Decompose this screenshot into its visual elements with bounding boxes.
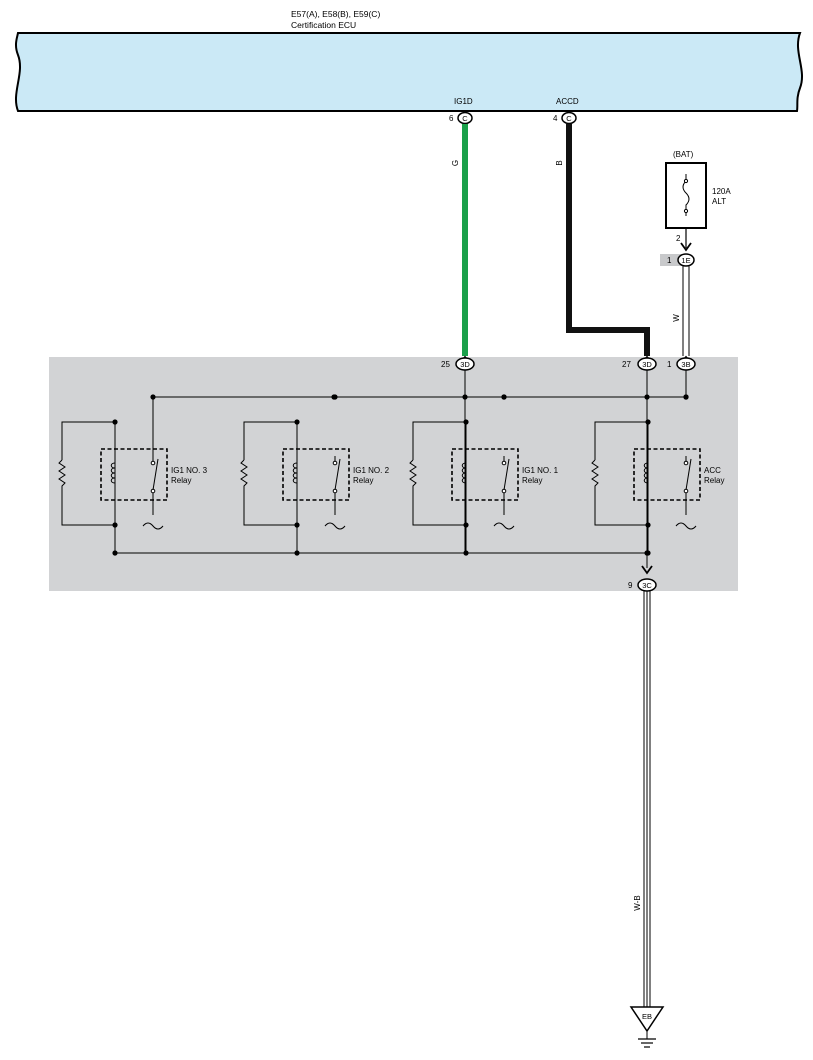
ecu-connector-accd: C (561, 111, 577, 125)
fuse-name: ALT (712, 197, 726, 206)
bus-junction-dot (683, 394, 689, 400)
block-pin-number-25: 25 (441, 360, 450, 369)
block-connector-3d-27: 3D (637, 357, 657, 371)
ecu-pin-number-4: 4 (553, 114, 558, 123)
svg-text:C: C (462, 114, 468, 123)
block-connector-3c: 3C (637, 578, 657, 592)
fuse-120a-alt (665, 162, 707, 229)
certification-ecu (14, 32, 803, 112)
output-terminal-arrow (641, 565, 653, 575)
relay-suffix-acc: Relay (704, 476, 724, 485)
relay-name-ig1-no-1: IG1 NO. 1 (522, 466, 559, 475)
bus-junction-dot (462, 394, 468, 400)
relay-suffix-ig1-no-2: Relay (353, 476, 373, 485)
wire-color-code-g: G (451, 160, 460, 166)
svg-text:EB: EB (642, 1012, 652, 1021)
relay-name-ig1-no-3: IG1 NO. 3 (171, 466, 208, 475)
ecu-name: Certification ECU (291, 20, 356, 30)
svg-text:1E: 1E (681, 256, 690, 265)
ground-eb: EB (629, 1006, 665, 1048)
ecu-pin-label-accd: ACCD (556, 97, 579, 106)
bus-junction-dot (331, 394, 337, 400)
fuse-source-label: (BAT) (673, 150, 694, 159)
bus-junction-dot (501, 394, 507, 400)
junction-1e-pin-number: 1 (667, 256, 672, 265)
svg-text:C: C (566, 114, 572, 123)
wire-accd-black (566, 124, 650, 356)
svg-text:3C: 3C (642, 581, 652, 590)
fuse-rating: 120A (712, 187, 731, 196)
relay-name-ig1-no-2: IG1 NO. 2 (353, 466, 390, 475)
block-pin-number-9: 9 (628, 581, 633, 590)
relay-suffix-ig1-no-1: Relay (522, 476, 542, 485)
internal-wiring (115, 370, 687, 568)
block-pin-number-27: 27 (622, 360, 631, 369)
ecu-pin-number-6: 6 (449, 114, 454, 123)
relay-name-acc: ACC (704, 466, 721, 475)
relay-suffix-ig1-no-3: Relay (171, 476, 191, 485)
wire-bat-white (682, 266, 690, 356)
junction-1e-connector: 1E (677, 253, 695, 267)
relay-block (49, 357, 738, 591)
bus-junction-dot (644, 394, 650, 400)
ecu-pin-label-ig1d: IG1D (454, 97, 473, 106)
svg-text:3D: 3D (460, 360, 470, 369)
wire-color-code-w: W (672, 314, 681, 322)
wire-ground-wb (643, 591, 651, 1007)
ecu-connector-ig1d: C (457, 111, 473, 125)
fuse-terminal-arrow (680, 242, 692, 252)
bus-junction-dot (644, 550, 650, 556)
svg-text:3B: 3B (681, 360, 690, 369)
ecu-body (14, 32, 803, 112)
ecu-connector-ids: E57(A), E58(B), E59(C) (291, 9, 380, 19)
block-connector-3d-25: 3D (455, 357, 475, 371)
fuse-pin-number: 2 (676, 234, 681, 243)
block-pin-number-1: 1 (667, 360, 672, 369)
block-connector-3b: 3B (676, 357, 696, 371)
wire-color-code-wb: W-B (633, 895, 642, 910)
svg-text:3D: 3D (642, 360, 652, 369)
wire-color-code-b: B (555, 160, 564, 165)
